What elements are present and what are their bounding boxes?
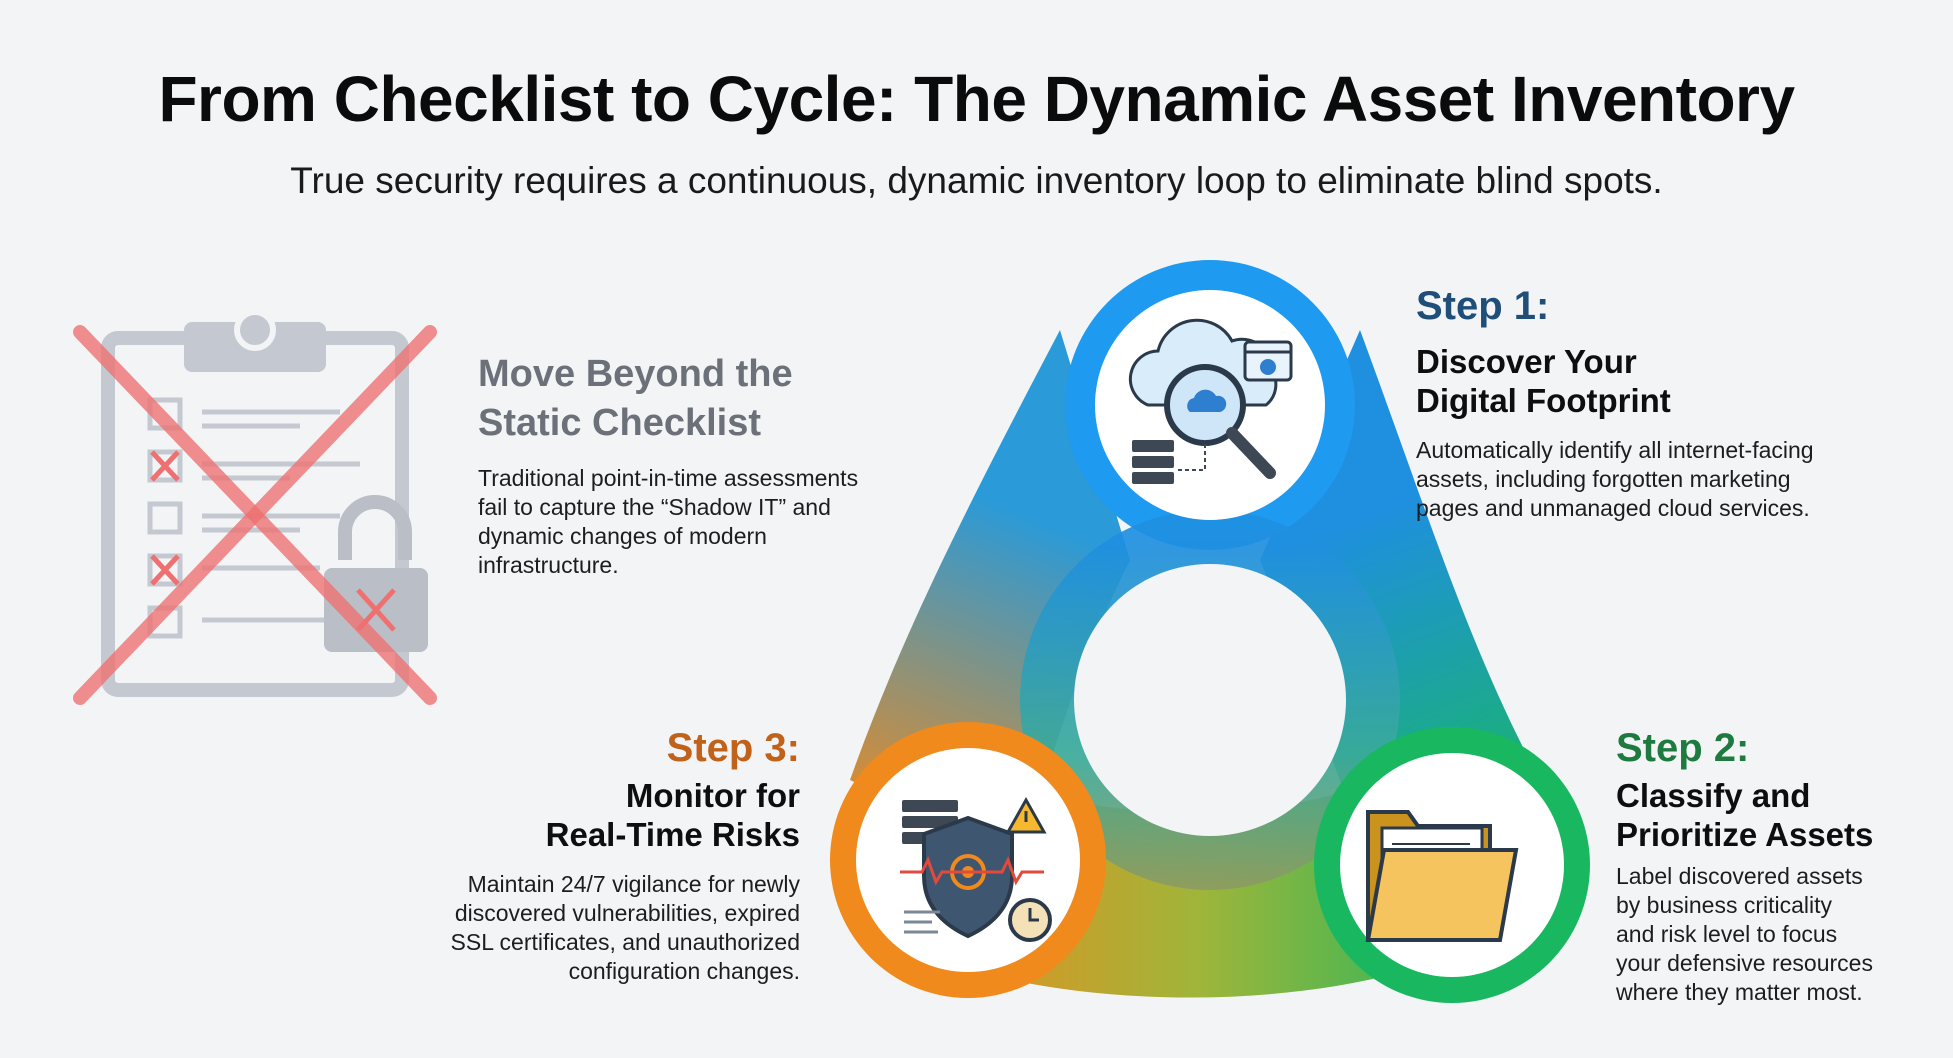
step3-body-line: configuration changes. <box>568 958 800 984</box>
step1-body-line: pages and unmanaged cloud services. <box>1416 495 1810 521</box>
step2-heading-line2: Prioritize Assets <box>1616 816 1874 853</box>
intro-body-line: fail to capture the “Shadow IT” and <box>478 494 831 520</box>
step2-body-line: Label discovered assets <box>1616 863 1863 889</box>
step1-body-line: assets, including forgotten marketing <box>1416 466 1791 492</box>
step3-heading-line2: Real-Time Risks <box>545 816 800 853</box>
step3-body-line: discovered vulnerabilities, expired <box>454 900 800 926</box>
shield-monitor-icon <box>900 796 1052 942</box>
crossed-out-checklist-icon <box>73 309 437 705</box>
intro-heading-line1: Move Beyond the <box>478 353 793 395</box>
step2-label: Step 2: <box>1616 726 1750 770</box>
step1-label: Step 1: <box>1416 284 1550 328</box>
step2-body-line: your defensive resources <box>1616 950 1873 976</box>
step2-body-line: by business criticality <box>1616 892 1833 918</box>
step2-body-line: where they matter most. <box>1616 979 1863 1005</box>
step2-block: Step 2: Classify and Prioritize Assets L… <box>1616 724 1936 1007</box>
step3-body-line: SSL certificates, and unauthorized <box>450 929 800 955</box>
intro-body-line: infrastructure. <box>478 552 619 578</box>
step2-heading-line1: Classify and <box>1616 777 1811 814</box>
step3-block: Step 3: Monitor for Real-Time Risks Main… <box>380 724 800 986</box>
step3-body-line: Maintain 24/7 vigilance for newly <box>467 871 800 897</box>
step2-body-line: and risk level to focus <box>1616 921 1838 947</box>
intro-body-line: Traditional point-in-time assessments <box>478 465 859 491</box>
step1-heading-line2: Digital Footprint <box>1416 382 1671 419</box>
intro-heading-line2: Static Checklist <box>478 402 761 444</box>
step1-block: Step 1: Discover Your Digital Footprint … <box>1416 282 1916 523</box>
step3-heading-line1: Monitor for <box>625 777 800 814</box>
page-subtitle: True security requires a continuous, dyn… <box>290 160 1663 201</box>
intro-body-line: dynamic changes of modern <box>478 523 767 549</box>
loop-center-hole <box>1074 564 1346 836</box>
page-title: From Checklist to Cycle: The Dynamic Ass… <box>158 63 1795 135</box>
step1-heading-line1: Discover Your <box>1416 343 1637 380</box>
folder-icon <box>1365 810 1519 942</box>
cloud-search-icon <box>1128 318 1293 484</box>
step3-label: Step 3: <box>666 726 800 770</box>
intro-block: Move Beyond the Static Checklist Traditi… <box>478 350 918 580</box>
step1-body-line: Automatically identify all internet-faci… <box>1416 437 1814 463</box>
